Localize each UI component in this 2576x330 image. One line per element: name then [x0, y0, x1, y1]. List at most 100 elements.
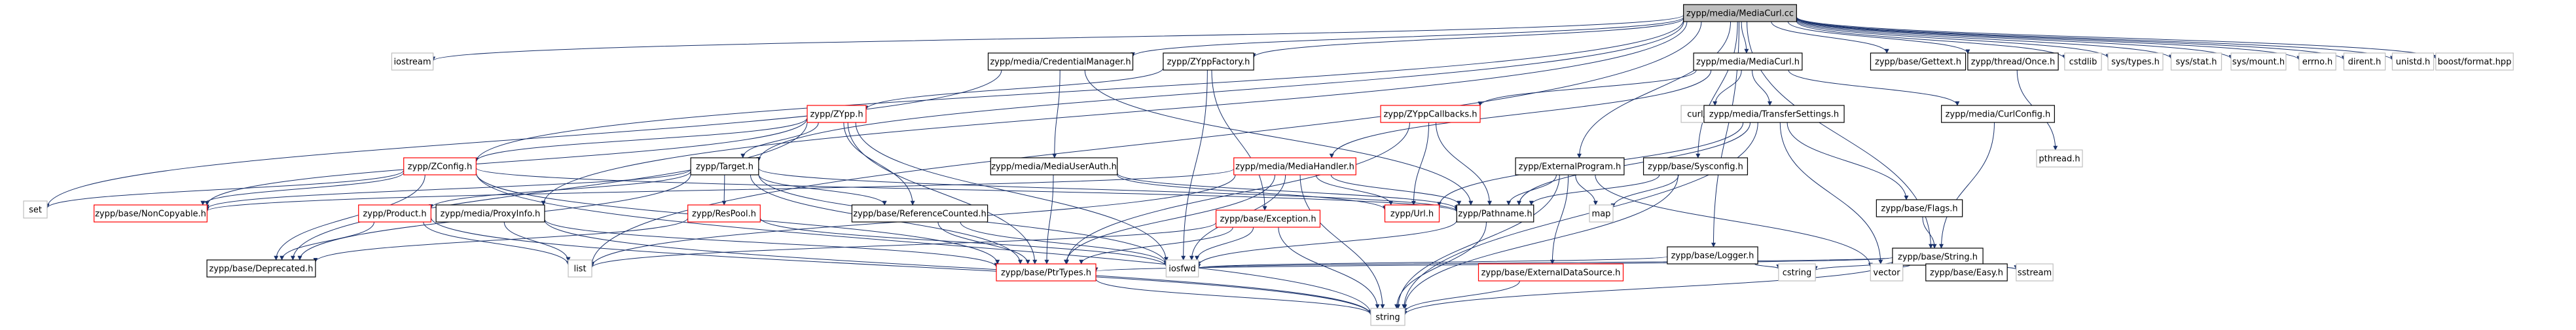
node-mediahandler[interactable]: zypp/media/MediaHandler.h	[1233, 157, 1356, 175]
node-label: iosfwd	[1169, 265, 1196, 274]
node-label: unistd.h	[2396, 58, 2431, 67]
node-transfer[interactable]: zypp/media/TransferSettings.h	[1703, 105, 1845, 123]
node-sysconfig[interactable]: zypp/base/Sysconfig.h	[1642, 157, 1749, 175]
edge-target-to-refcounted	[758, 174, 887, 206]
edge-extdatasource-to-string	[1402, 280, 1520, 313]
edge-zconfig-to-set	[45, 170, 405, 209]
edge-zyppfactory-to-exception	[1211, 69, 1267, 211]
node-errno: errno.h	[2298, 52, 2336, 71]
node-box	[1163, 52, 1254, 71]
node-label: zypp/Url.h	[1390, 210, 1434, 219]
node-box	[1384, 204, 1440, 223]
edge-mediahandler-to-url	[1315, 174, 1394, 206]
node-label: vector	[1873, 268, 1900, 278]
node-zyppcallbacks[interactable]: zypp/ZYppCallbacks.h	[1380, 105, 1481, 123]
node-label: zypp/base/ReferenceCounted.h	[853, 210, 986, 219]
node-target[interactable]: zypp/Target.h	[690, 157, 759, 175]
node-flags[interactable]: zypp/base/Flags.h	[1876, 199, 1963, 217]
node-box	[690, 157, 759, 175]
node-label: list	[573, 265, 586, 274]
node-zconfig[interactable]: zypp/ZConfig.h	[403, 157, 477, 175]
node-box	[1778, 263, 1816, 282]
edge-zypph-to-ptrtypes	[847, 122, 1038, 265]
edge-target-to-product	[428, 171, 691, 209]
node-label: zypp/media/ProxyInfo.h	[441, 210, 541, 219]
edge-refcounted-to-ptrtypes	[937, 221, 1030, 265]
node-zyppfactory[interactable]: zypp/ZYppFactory.h	[1163, 52, 1254, 71]
node-label: dirent.h	[2348, 58, 2382, 67]
node-refcounted[interactable]: zypp/base/ReferenceCounted.h	[851, 204, 989, 223]
node-cstring: cstring	[1778, 263, 1816, 282]
node-root[interactable]: zypp/media/MediaCurl.cc	[1683, 4, 1797, 22]
node-box	[807, 105, 867, 123]
node-label: sstream	[2018, 268, 2052, 278]
edge-credmgr-to-mediauserauth	[1052, 69, 1061, 158]
node-pathname[interactable]: zypp/Pathname.h	[1456, 204, 1534, 223]
edge-root-to-zconfig	[473, 20, 1684, 163]
edge-mediahandler-to-noncopyable	[205, 168, 1235, 212]
node-box	[1941, 105, 2055, 123]
edge-flags-to-stringh	[1922, 216, 1937, 249]
node-box	[358, 204, 431, 223]
node-url[interactable]: zypp/Url.h	[1384, 204, 1440, 223]
node-label: zypp/base/Logger.h	[1671, 251, 1754, 261]
node-credmgr[interactable]: zypp/media/CredentialManager.h	[987, 52, 1134, 71]
node-label: zypp/ExternalProgram.h	[1519, 162, 1622, 172]
edge-root-to-errno	[1796, 17, 2302, 61]
node-dirent: dirent.h	[2343, 52, 2386, 71]
node-product[interactable]: zypp/Product.h	[358, 204, 431, 223]
edge-proxyinfo-to-string	[544, 219, 1373, 316]
edge-curlconfig-to-stringh	[1938, 122, 1995, 249]
node-externalprogram[interactable]: zypp/ExternalProgram.h	[1515, 157, 1625, 175]
node-zypph[interactable]: zypp/ZYpp.h	[807, 105, 867, 123]
node-respool[interactable]: zypp/ResPool.h	[687, 204, 761, 223]
node-box	[1642, 157, 1749, 175]
node-unistd: unistd.h	[2391, 52, 2435, 71]
node-box	[987, 52, 1134, 71]
node-box	[391, 52, 434, 71]
node-easy[interactable]: zypp/base/Easy.h	[1925, 263, 2008, 282]
node-box	[2343, 52, 2386, 71]
node-box	[2435, 52, 2514, 71]
node-ptrtypes[interactable]: zypp/base/PtrTypes.h	[996, 263, 1097, 282]
node-noncopyable[interactable]: zypp/base/NonCopyable.h	[94, 204, 208, 223]
edge-zyppfactory-to-iosfwd	[1181, 69, 1208, 261]
edge-root-to-cstdlib	[1796, 21, 2067, 60]
node-once[interactable]: zypp/thread/Once.h	[1967, 52, 2059, 71]
node-box	[1870, 263, 1904, 282]
node-extdatasource[interactable]: zypp/base/ExternalDataSource.h	[1478, 263, 1624, 282]
node-mediauserauth[interactable]: zypp/media/MediaUserAuth.h	[990, 157, 1118, 175]
node-box	[1370, 308, 1406, 326]
edge-refcounted-to-iosfwd	[960, 221, 1169, 266]
edge-credmgr-to-set	[45, 69, 1002, 209]
edge-mediahandler-to-ptrtypes	[1064, 174, 1276, 265]
node-logger[interactable]: zypp/base/Logger.h	[1667, 246, 1758, 265]
edge-stringh-to-iosfwd	[1197, 257, 1893, 269]
node-mediacurlh[interactable]: zypp/media/MediaCurl.h	[1693, 52, 1803, 71]
edge-root-to-mediacurlh	[1741, 21, 1749, 54]
node-gettext[interactable]: zypp/base/Gettext.h	[1870, 52, 1967, 71]
node-vector: vector	[1870, 263, 1904, 282]
node-deprecated[interactable]: zypp/base/Deprecated.h	[206, 259, 316, 278]
node-label: zypp/base/PtrTypes.h	[1001, 268, 1091, 278]
node-label: sys/mount.h	[2232, 58, 2285, 67]
node-box	[2016, 263, 2054, 282]
node-stringh[interactable]: zypp/base/String.h	[1892, 248, 1984, 266]
node-label: zypp/base/ExternalDataSource.h	[1481, 268, 1621, 278]
node-proxyinfo[interactable]: zypp/media/ProxyInfo.h	[435, 204, 545, 223]
node-label: zypp/base/Exception.h	[1220, 215, 1316, 225]
edge-mediacurlh-to-curlconfig	[1788, 69, 1960, 106]
edge-zypph-to-target	[740, 122, 819, 158]
node-box	[1456, 204, 1534, 223]
node-box	[2170, 52, 2222, 71]
node-label: pthread.h	[2039, 155, 2080, 164]
node-box	[1703, 105, 1845, 123]
node-label: zypp/media/TransferSettings.h	[1709, 110, 1839, 120]
node-label: zypp/ZYppCallbacks.h	[1383, 110, 1477, 120]
node-curlconfig[interactable]: zypp/media/CurlConfig.h	[1941, 105, 2055, 123]
node-box	[1870, 52, 1967, 71]
node-exception[interactable]: zypp/base/Exception.h	[1215, 210, 1321, 228]
edge-root-to-sysmount	[1796, 18, 2234, 60]
node-label: errno.h	[2302, 58, 2333, 67]
